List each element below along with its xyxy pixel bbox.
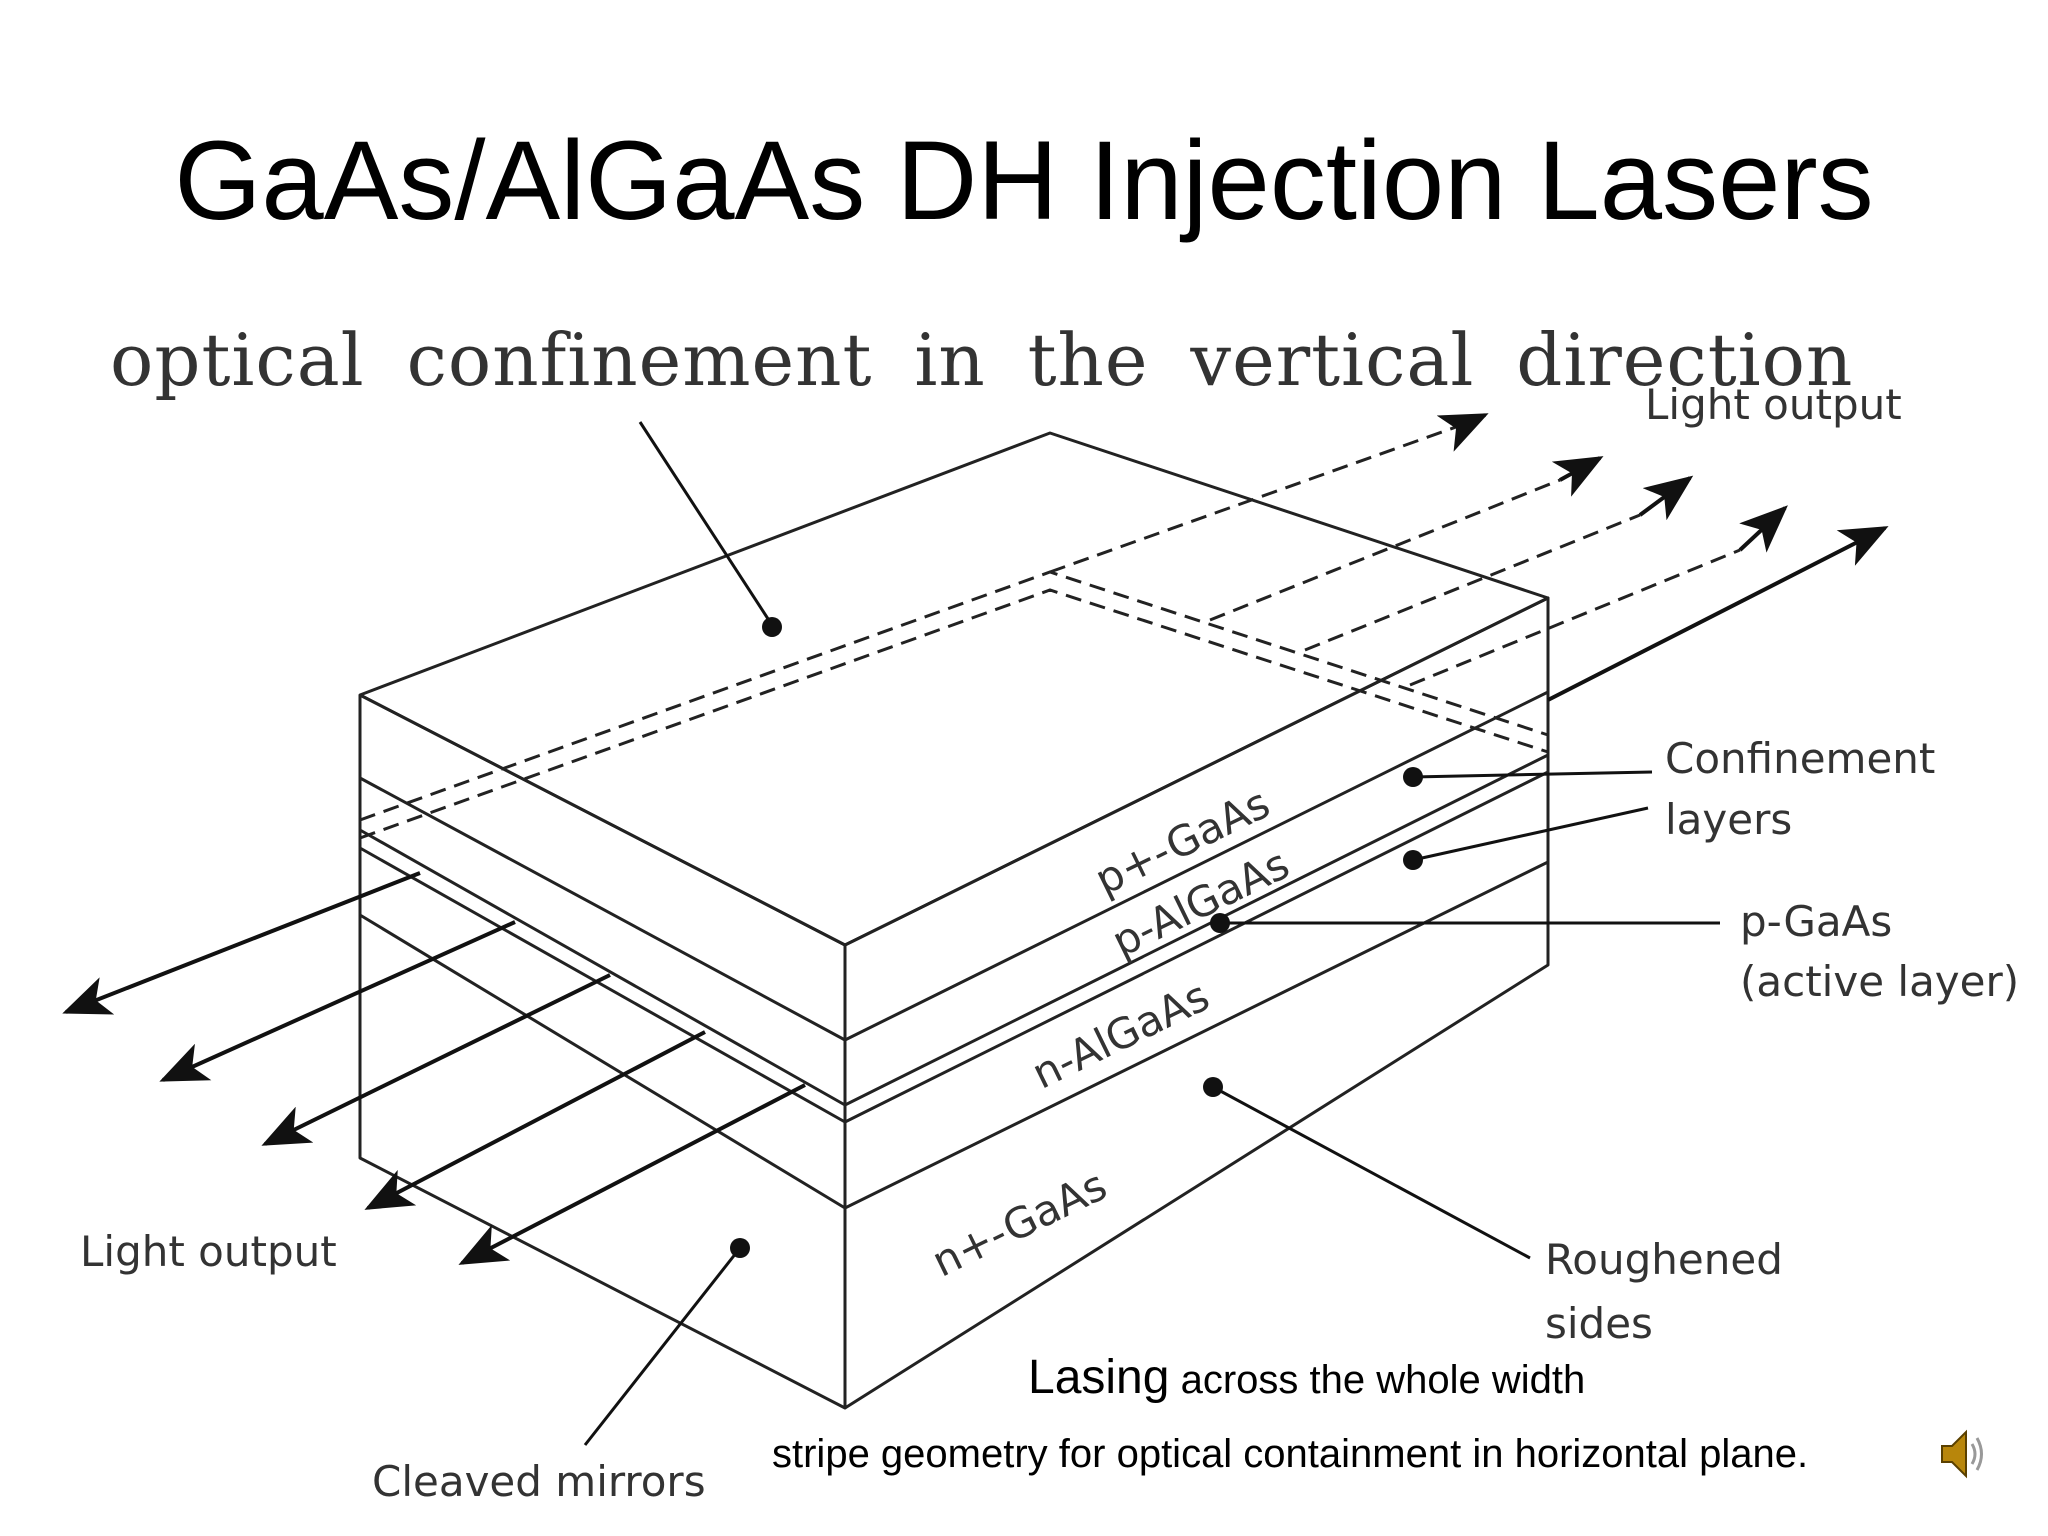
- label-light-output-left: Light output: [80, 1227, 337, 1276]
- label-layers: layers: [1665, 795, 1793, 844]
- label-sides: sides: [1545, 1299, 1653, 1348]
- note-lasing: Lasing across the whole width: [1028, 1350, 1585, 1405]
- right-face: [844, 596, 1550, 1410]
- label-active-layer: (active layer): [1740, 957, 2020, 1006]
- label-light-output-right: Light output: [1645, 380, 1902, 429]
- label-p-gaas: p-GaAs: [1740, 897, 1893, 946]
- label-cleaved-mirrors: Cleaved mirrors: [372, 1457, 706, 1506]
- label-confinement: Confinement: [1665, 734, 1936, 783]
- slide-title: GaAs/AlGaAs DH Injection Lasers: [174, 118, 1874, 243]
- top-face: [358, 431, 1550, 947]
- note-lasing-rest: across the whole width: [1169, 1358, 1586, 1402]
- caption-optical-confinement: optical confinement in the vertical dire…: [110, 318, 1854, 402]
- note-lasing-word: Lasing: [1028, 1351, 1170, 1404]
- label-roughened: Roughened: [1545, 1235, 1783, 1284]
- note-stripe-geometry: stripe geometry for optical containment …: [772, 1432, 1809, 1476]
- speaker-icon[interactable]: [1938, 1424, 1990, 1484]
